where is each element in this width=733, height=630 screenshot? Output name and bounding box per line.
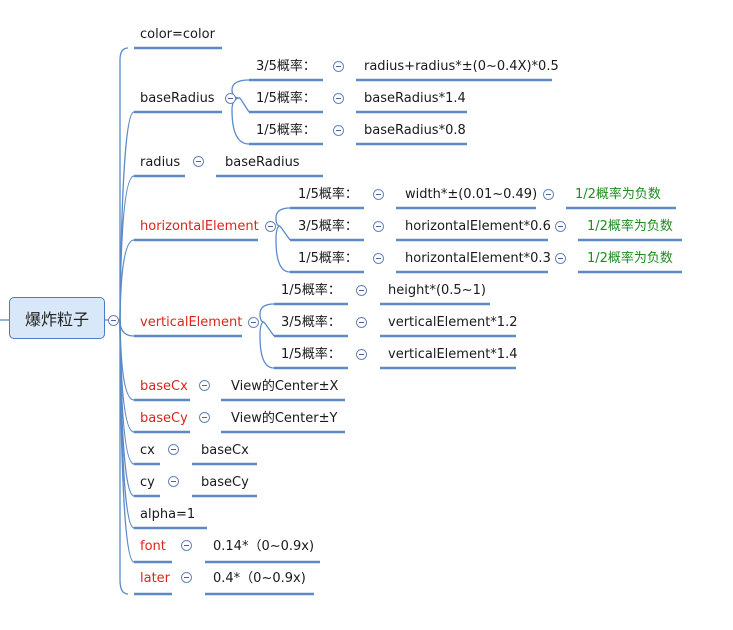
collapse-toggle-icon[interactable] (199, 412, 210, 423)
collapse-toggle-icon[interactable] (181, 540, 192, 551)
node-cy[interactable]: cy (140, 475, 155, 490)
collapse-toggle-icon[interactable] (555, 253, 566, 264)
collapse-toggle-icon[interactable] (108, 315, 119, 326)
collapse-toggle-icon[interactable] (373, 253, 384, 264)
node-radius-value[interactable]: baseRadius (225, 155, 300, 170)
node-horizontal-note-3[interactable]: 1/2概率为负数 (587, 251, 673, 266)
node-horizontal-prob-3[interactable]: 1/5概率： (298, 251, 358, 266)
node-basecy[interactable]: baseCy (140, 411, 188, 426)
collapse-toggle-icon[interactable] (265, 221, 276, 232)
collapse-toggle-icon[interactable] (373, 189, 384, 200)
collapse-toggle-icon[interactable] (543, 189, 554, 200)
node-cx[interactable]: cx (140, 443, 155, 458)
collapse-toggle-icon[interactable] (199, 380, 210, 391)
node-horizontal-note-2[interactable]: 1/2概率为负数 (587, 219, 673, 234)
node-horizontal-prob-1[interactable]: 1/5概率： (298, 187, 358, 202)
node-horizontal-value-2[interactable]: horizontalElement*0.6 (405, 219, 551, 234)
node-baseradius-prob-3[interactable]: 1/5概率： (256, 123, 316, 138)
node-font-value[interactable]: 0.14*（0~0.9x) (213, 539, 315, 554)
node-baseradius-value-3[interactable]: baseRadius*0.8 (364, 123, 466, 138)
node-basecx-value[interactable]: View的Center±X (231, 379, 339, 394)
collapse-toggle-icon[interactable] (333, 93, 344, 104)
node-color[interactable]: color=color (140, 27, 215, 42)
node-later-value[interactable]: 0.4*（0~0.9x) (213, 571, 306, 586)
node-alpha[interactable]: alpha=1 (140, 507, 196, 522)
node-vertical-value-3[interactable]: verticalElement*1.4 (388, 347, 518, 362)
collapse-toggle-icon[interactable] (168, 476, 179, 487)
node-baseradius-prob-2[interactable]: 1/5概率： (256, 91, 316, 106)
node-verticalelement[interactable]: verticalElement (140, 315, 243, 330)
node-vertical-value-2[interactable]: verticalElement*1.2 (388, 315, 518, 330)
collapse-toggle-icon[interactable] (181, 572, 192, 583)
node-cy-value[interactable]: baseCy (201, 475, 249, 490)
root-label: 爆炸粒子 (24, 310, 89, 329)
node-horizontal-note-1[interactable]: 1/2概率为负数 (575, 187, 661, 202)
node-horizontal-value-3[interactable]: horizontalElement*0.3 (405, 251, 551, 266)
node-vertical-prob-1[interactable]: 1/5概率： (281, 283, 341, 298)
node-vertical-value-1[interactable]: height*(0.5~1) (388, 283, 486, 298)
collapse-toggle-icon[interactable] (373, 221, 384, 232)
node-vertical-prob-3[interactable]: 1/5概率： (281, 347, 341, 362)
collapse-toggle-icon[interactable] (333, 61, 344, 72)
collapse-toggle-icon[interactable] (333, 125, 344, 136)
collapse-toggle-icon[interactable] (168, 444, 179, 455)
node-baseradius-value-1[interactable]: radius+radius*±(0~0.4X)*0.5 (364, 59, 559, 74)
node-horizontal-prob-2[interactable]: 3/5概率： (298, 219, 358, 234)
node-baseradius-value-2[interactable]: baseRadius*1.4 (364, 91, 466, 106)
collapse-toggle-icon[interactable] (248, 317, 259, 328)
node-later[interactable]: later (140, 571, 171, 586)
node-vertical-prob-2[interactable]: 3/5概率： (281, 315, 341, 330)
node-cx-value[interactable]: baseCx (201, 443, 249, 458)
collapse-toggle-icon[interactable] (193, 156, 204, 167)
node-baseradius-prob-1[interactable]: 3/5概率： (256, 59, 316, 74)
collapse-toggle-icon[interactable] (555, 221, 566, 232)
collapse-toggle-icon[interactable] (356, 317, 367, 328)
node-basecy-value[interactable]: View的Center±Y (231, 411, 338, 426)
root-node[interactable]: 爆炸粒子 (9, 297, 105, 339)
collapse-toggle-icon[interactable] (225, 93, 236, 104)
node-baseradius[interactable]: baseRadius (140, 91, 215, 106)
node-radius[interactable]: radius (140, 155, 181, 170)
node-basecx[interactable]: baseCx (140, 379, 188, 394)
collapse-toggle-icon[interactable] (356, 349, 367, 360)
node-horizontal-value-1[interactable]: width*±(0.01~0.49) (405, 187, 538, 202)
collapse-toggle-icon[interactable] (356, 285, 367, 296)
node-horizontalelement[interactable]: horizontalElement (140, 219, 259, 234)
node-font[interactable]: font (140, 539, 166, 554)
